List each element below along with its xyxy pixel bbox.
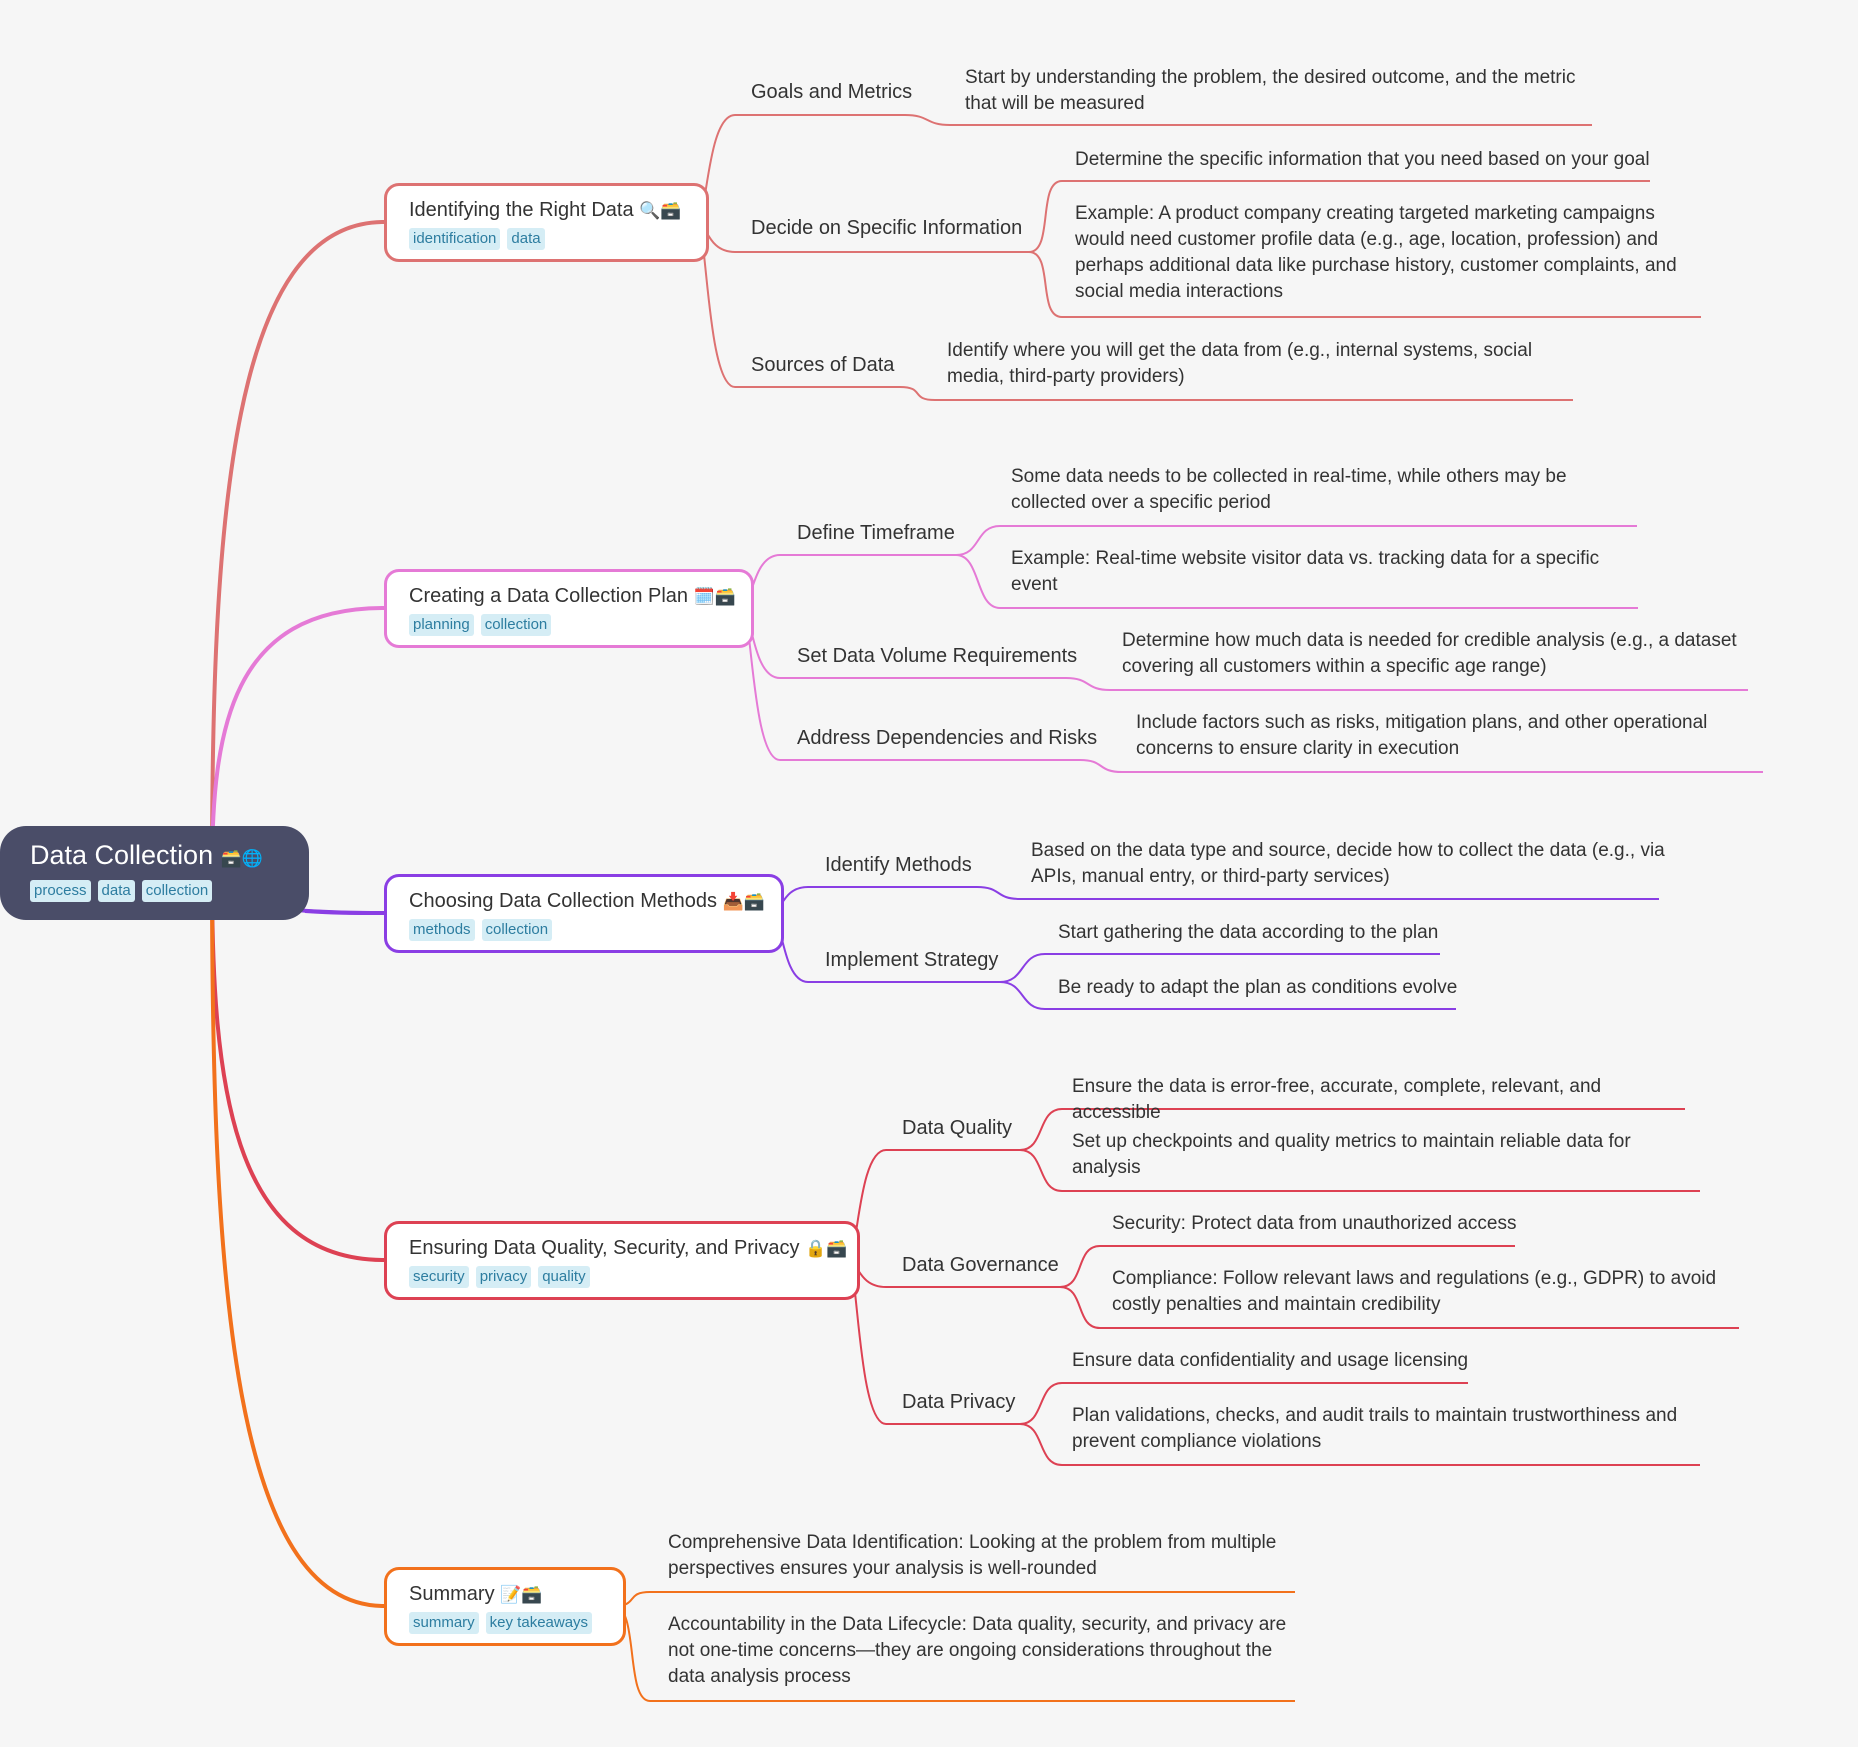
leaf-text: Accountability in the Data Lifecycle: Da… [668, 1614, 1287, 1687]
tag: process [30, 880, 91, 902]
topic-title: Creating a Data Collection Plan [409, 585, 689, 607]
leaf-text: Ensure the data is error-free, accurate,… [1072, 1076, 1602, 1123]
topic-title: Identifying the Right Data [409, 199, 634, 221]
leaf-connector-line [1019, 1382, 1063, 1425]
topic-connector-line [210, 606, 385, 874]
tag: identification [409, 228, 501, 250]
leaf-text: Some data needs to be collected in real-… [1011, 466, 1567, 513]
topic-emoji-icon: 📝🗃️ [500, 1585, 543, 1605]
leaf-connector-line [1079, 759, 1123, 773]
leaf-text: Plan validations, checks, and audit trai… [1072, 1405, 1678, 1452]
subtopic-goals-and-metrics[interactable]: Goals and Metrics [751, 81, 913, 103]
tag: collection [481, 919, 553, 941]
leaf-text: Comprehensive Data Identification: Looki… [668, 1532, 1277, 1579]
subtopic-define-timeframe[interactable]: Define Timeframe [797, 522, 955, 544]
leaf-text: Start gathering the data according to th… [1058, 922, 1439, 943]
subtopic-decide-specific-information[interactable]: Decide on Specific Information [751, 217, 1023, 239]
topic-creating-plan[interactable]: Creating a Data Collection Plan 🗓️🗃️ pla… [384, 569, 754, 648]
tag: key takeaways [485, 1612, 593, 1634]
topic-title: Summary [409, 1583, 495, 1605]
root-title-row: Data Collection 🗃️🌐 [30, 838, 309, 876]
leaf-text: Based on the data type and source, decid… [1031, 840, 1665, 887]
tag: methods [409, 919, 475, 941]
topic-title: Ensuring Data Quality, Security, and Pri… [409, 1237, 800, 1259]
subtopic-dependencies-risks[interactable]: Address Dependencies and Risks [797, 727, 1098, 749]
subtopic-set-data-volume[interactable]: Set Data Volume Requirements [797, 645, 1078, 667]
leaf-text: Identify where you will get the data fro… [947, 340, 1533, 387]
leaf-text: Set up checkpoints and quality metrics t… [1072, 1131, 1631, 1178]
tag: summary [409, 1612, 479, 1634]
tag: data [507, 228, 545, 250]
topic-connector-line [304, 909, 385, 915]
leaf-connector-line [899, 386, 936, 401]
leaf-connector-line [976, 886, 1021, 900]
tag: data [97, 880, 135, 902]
tag: collection [141, 880, 213, 902]
topic-emoji-icon: 🗓️🗃️ [693, 587, 736, 607]
leaf-text: Compliance: Follow relevant laws and reg… [1112, 1268, 1717, 1315]
topic-emoji-icon: 🔍🗃️ [639, 201, 682, 221]
topic-title: Choosing Data Collection Methods [409, 890, 717, 912]
leaf-connector-line [1019, 1149, 1063, 1192]
leaf-connector-line [1019, 1108, 1063, 1151]
topic-emoji-icon: 🔒🗃️ [805, 1239, 848, 1259]
topic-connector-line [210, 220, 385, 874]
subtopic-data-quality[interactable]: Data Quality [902, 1117, 1013, 1139]
subtopic-identify-methods[interactable]: Identify Methods [825, 854, 972, 876]
leaf-connector-line [1065, 677, 1111, 691]
leaf-text: Determine how much data is needed for cr… [1122, 630, 1737, 677]
leaf-connector-line [904, 114, 951, 126]
tag: quality [538, 1266, 590, 1288]
topic-choosing-methods[interactable]: Choosing Data Collection Methods 📥🗃️ met… [384, 874, 784, 953]
leaf-text: Be ready to adapt the plan as conditions… [1058, 977, 1458, 998]
leaf-text: Include factors such as risks, mitigatio… [1136, 712, 1708, 759]
leaf-text: Security: Protect data from unauthorized… [1112, 1213, 1517, 1234]
topic-connector-line [210, 872, 385, 1262]
leaf-text: Example: A product company creating targ… [1075, 203, 1677, 302]
topic-emoji-icon: 📥🗃️ [722, 892, 765, 912]
topic-ensuring-quality-security-privacy[interactable]: Ensuring Data Quality, Security, and Pri… [384, 1221, 860, 1300]
subtopic-sources-of-data[interactable]: Sources of Data [751, 354, 895, 376]
leaf-connector-line [955, 525, 1001, 556]
root-node[interactable]: Data Collection 🗃️🌐 process data collectio… [0, 826, 309, 920]
subtopic-data-governance[interactable]: Data Governance [902, 1254, 1059, 1276]
topic-connector-line [210, 872, 385, 1608]
leaf-connector-line [1059, 1286, 1101, 1329]
leaf-text: Ensure data confidentiality and usage li… [1072, 1350, 1469, 1371]
root-title: Data Collection [30, 840, 214, 870]
leaf-connector-line [1028, 180, 1063, 253]
leaf-connector-line [1028, 251, 1063, 318]
leaf-connector-line [955, 554, 1001, 609]
leaf-text: Start by understanding the problem, the … [965, 67, 1576, 114]
leaf-text: Example: Real-time website visitor data … [1011, 548, 1600, 595]
root-emoji-icon: 🗃️🌐 [220, 849, 263, 869]
root-tags: process data collection [30, 880, 309, 902]
tag: collection [480, 614, 552, 636]
leaf-connector-line [999, 981, 1046, 1010]
tag: security [409, 1266, 469, 1288]
subtopic-data-privacy[interactable]: Data Privacy [902, 1391, 1016, 1413]
tag: planning [409, 614, 474, 636]
tag: privacy [475, 1266, 532, 1288]
subtopic-implement-strategy[interactable]: Implement Strategy [825, 949, 999, 971]
leaf-connector-line [999, 953, 1046, 983]
leaf-connector-line [1059, 1245, 1101, 1288]
topic-summary[interactable]: Summary 📝🗃️ summary key takeaways [384, 1567, 626, 1646]
leaf-text: Determine the specific information that … [1075, 149, 1650, 170]
topic-identifying-right-data[interactable]: Identifying the Right Data 🔍🗃️ identific… [384, 183, 709, 262]
leaf-connector-line [1019, 1423, 1063, 1466]
